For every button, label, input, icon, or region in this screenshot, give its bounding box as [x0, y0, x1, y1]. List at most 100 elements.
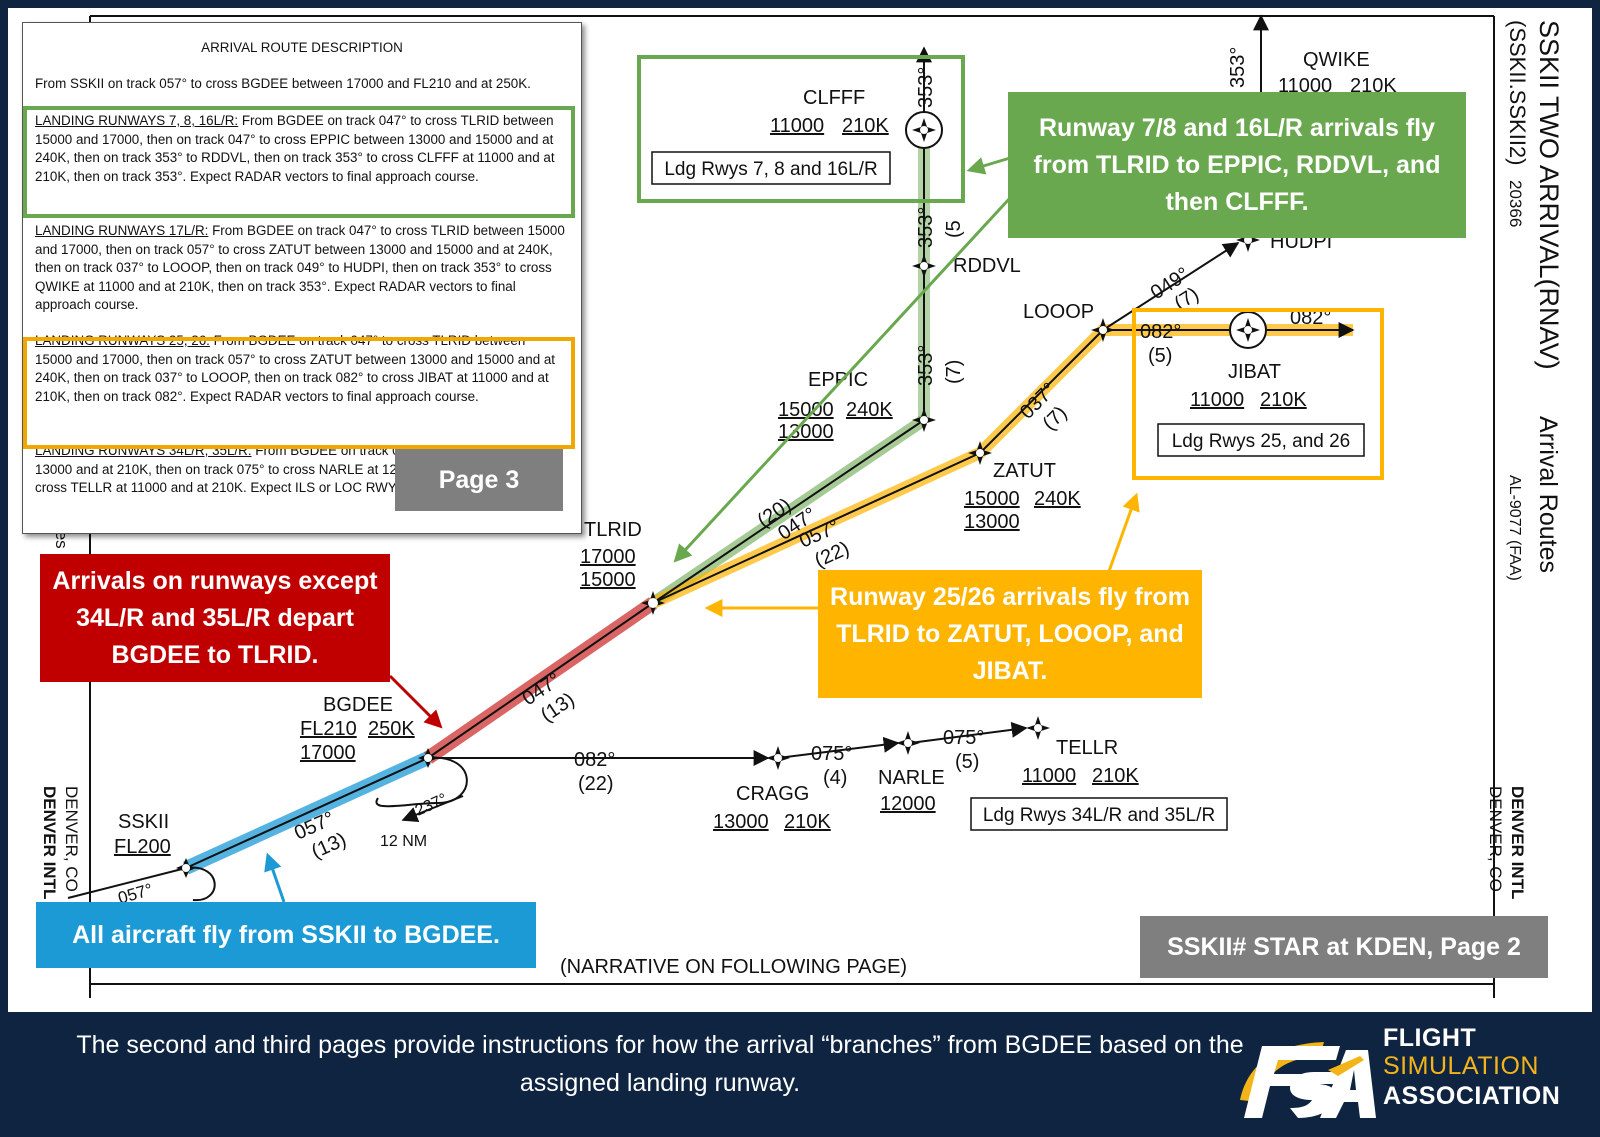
leg-label-rddvl-clfff: 353° (5 — [915, 207, 965, 248]
fix-rddvl — [912, 254, 936, 278]
leg-label-clfff-north: 353° — [915, 67, 937, 108]
svg-text:DENVER INTL: DENVER INTL — [40, 786, 59, 899]
svg-text:(SSKII.SSKII2): (SSKII.SSKII2) — [1505, 20, 1530, 166]
label-cragg-alt: 13000 — [713, 811, 769, 833]
label-tlrid: TLRID — [584, 519, 642, 541]
svg-text:AL-9077 (FAA): AL-9077 (FAA) — [1506, 475, 1523, 581]
rwy-box-tellr-text: Ldg Rwys 34L/R and 35L/R — [983, 805, 1215, 826]
leg-label-eppic-rddvl: 353° (7) — [915, 345, 965, 386]
route-description-rwy-7-8-16: LANDING RUNWAYS 7, 8, 16L/R: From BGDEE … — [35, 112, 565, 186]
rwy-box-clfff — [651, 151, 891, 185]
route-description-heading: LANDING RUNWAYS 7, 8, 16L/R: — [35, 113, 239, 128]
label-rddvl: RDDVL — [953, 255, 1021, 277]
route-description-rwy-17: LANDING RUNWAYS 17L/R: From BGDEE on tra… — [35, 222, 565, 315]
arrow-orange-to-box — [1106, 492, 1140, 575]
holding-course-label: 237° — [413, 791, 450, 820]
label-tellr-speed: 210K — [1092, 765, 1139, 787]
slide-caption: The second and third pages provide instr… — [76, 1031, 1244, 1097]
rwy-box-clfff-text: Ldg Rwys 7, 8 and 16L/R — [664, 159, 877, 180]
route-sskii-bgdee — [185, 757, 429, 869]
label-jibat-speed: 210K — [1260, 389, 1307, 411]
description-highlight-green — [23, 106, 575, 218]
description-highlight-orange — [23, 337, 575, 449]
svg-text:237°: 237° — [413, 791, 450, 820]
route-description-text: From BGDEE on track 047° to cross TLRID … — [35, 113, 555, 184]
star-chart: SSKII FL200 BGDEE FL210 250K 17000 TLRID… — [40, 14, 1564, 998]
label-bgdee-alt1: FL210 — [300, 718, 357, 740]
route-cragg-narle — [777, 736, 900, 759]
label-tellr-alt: 11000 — [1022, 765, 1076, 787]
logo-line-simulation: SIMULATION — [1383, 1052, 1539, 1080]
label-jibat: JIBAT — [1228, 361, 1281, 383]
chart-frame: SSKII FL200 BGDEE FL210 250K 17000 TLRID… — [8, 8, 1592, 1012]
svg-text:(5: (5 — [943, 220, 965, 238]
airport-block-left: DENVER, CO DENVER INTL — [40, 786, 81, 899]
route-tlrid-zatut — [652, 452, 981, 604]
fix-zatut — [968, 441, 992, 465]
fix-narle — [896, 731, 920, 755]
title-block: (SSKII.SSKII2) 20366 SSKII TWO ARRIVAL(R… — [1505, 20, 1564, 581]
label-cragg-speed: 210K — [784, 811, 831, 833]
label-qwike-alt: 11000 — [1278, 75, 1332, 97]
rwy-box-tellr — [970, 797, 1228, 831]
label-bgdee-alt2: 17000 — [300, 742, 356, 764]
label-sskii-alt: FL200 — [114, 836, 171, 858]
waypoint-symbols — [176, 111, 1267, 878]
route-narle-tellr — [909, 721, 1028, 744]
label-narle-alt: 12000 — [880, 793, 936, 815]
label-eppic: EPPIC — [808, 369, 868, 391]
label-zatut: ZATUT — [993, 460, 1056, 482]
callout-red: Arrivals on runways except 34L/R and 35L… — [40, 554, 390, 682]
svg-text:DENVER, CO: DENVER, CO — [1486, 786, 1505, 892]
svg-text:DENVER INTL: DENVER INTL — [1508, 786, 1527, 899]
leg-label-looop-jibat-distance: (5) — [1148, 345, 1172, 367]
svg-text:20366: 20366 — [1506, 180, 1525, 227]
leg-label-narle-tellr-course: 075° — [943, 727, 984, 749]
fix-bgdee — [418, 748, 438, 768]
page3-label: Page 3 — [395, 449, 563, 511]
route-bgdee-tlrid — [427, 602, 654, 759]
svg-text:DENVER, CO: DENVER, CO — [62, 786, 81, 892]
leg-label-cragg-narle-distance: (4) — [823, 767, 847, 789]
fix-tellr — [1026, 716, 1050, 740]
route-description-title: ARRIVAL ROUTE DESCRIPTION — [201, 40, 403, 55]
label-bgdee: BGDEE — [323, 694, 393, 716]
route-description-text: From BGDEE on track 047° to cross TLRID … — [35, 333, 556, 404]
fix-eppic — [912, 408, 936, 432]
leg-label-looop-jibat-course: 082° — [1140, 321, 1181, 343]
svg-text:Arrival Routes: Arrival Routes — [1534, 416, 1562, 573]
label-eppic-speed: 240K — [846, 399, 893, 421]
label-qwike: QWIKE — [1303, 49, 1370, 71]
airport-block-right: DENVER INTL DENVER, CO — [1486, 786, 1527, 899]
fix-tlrid — [641, 591, 665, 615]
fsa-logo: FLIGHT SIMULATION ASSOCIATION — [1228, 1022, 1588, 1126]
svg-text:353°: 353° — [915, 345, 937, 386]
label-clfff-alt: 11000 — [770, 115, 824, 137]
leg-label-qwike-north: 353° — [1227, 47, 1249, 88]
label-sskii: SSKII — [118, 811, 169, 833]
rwy-box-jibat — [1157, 423, 1365, 457]
svg-text:353°: 353° — [915, 67, 937, 108]
route-inbound — [67, 867, 187, 899]
svg-text:353°: 353° — [915, 207, 937, 248]
route-description-text: From BGDEE on track 047° to cross TLRID … — [35, 223, 565, 313]
route-description-intro: From SSKII on track 057° to cross BGDEE … — [35, 76, 531, 91]
leg-label-bgdee-tlrid: 047° (13) — [518, 669, 578, 727]
highlight-box-green — [637, 55, 965, 203]
arrow-blue-to-leg — [264, 852, 286, 903]
label-narle: NARLE — [878, 767, 945, 789]
label-looop: LOOOP — [1023, 301, 1094, 323]
page2-label: SSKII# STAR at KDEN, Page 2 — [1140, 916, 1548, 978]
fix-sskii — [176, 858, 196, 878]
callout-green: Runway 7/8 and 16L/R arrivals fly from T… — [1008, 92, 1466, 238]
label-clfff: CLFFF — [803, 87, 865, 109]
svg-text:353°: 353° — [1227, 47, 1249, 88]
holding-sskii — [185, 866, 216, 902]
label-qwike-speed: 210K — [1350, 75, 1397, 97]
fsa-logo-mark — [1240, 1042, 1376, 1118]
svg-text:SSKII TWO ARRIVAL(RNAV): SSKII TWO ARRIVAL(RNAV) — [1534, 20, 1564, 370]
label-tellr: TELLR — [1056, 737, 1118, 759]
route-description-panel: ARRIVAL ROUTE DESCRIPTION From SSKII on … — [22, 22, 582, 534]
holding-bgdee-arrow — [401, 795, 464, 823]
route-description-heading: LANDING RUNWAYS 17L/R: — [35, 223, 209, 238]
